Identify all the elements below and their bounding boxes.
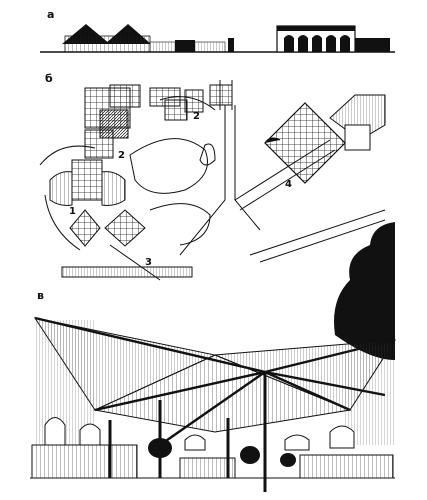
panel-b-label: б (45, 72, 53, 85)
plan-marker-4: 4 (285, 179, 292, 190)
site-plan (39, 80, 386, 281)
pavilion-perspective (30, 222, 396, 492)
panel-c-label: в (37, 289, 44, 302)
panel-a-label: а (47, 8, 55, 21)
plan-marker-2b: 2 (193, 111, 200, 122)
plan-marker-2a: 2 (118, 150, 125, 161)
elevation-drawing (40, 24, 395, 53)
plan-marker-3: 3 (145, 257, 152, 268)
plan-marker-1: 1 (69, 206, 76, 217)
